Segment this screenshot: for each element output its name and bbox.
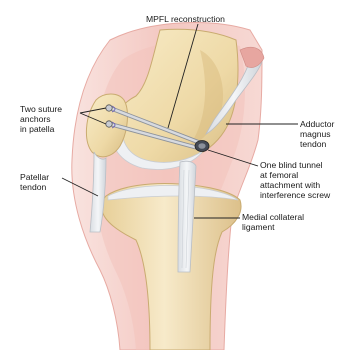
label-mcl: Medial collateral ligament bbox=[242, 212, 304, 232]
interference-screw bbox=[198, 143, 205, 149]
suture-anchor-upper bbox=[106, 105, 112, 111]
label-blind-tunnel: One blind tunnel at femoral attachment w… bbox=[260, 160, 330, 200]
label-suture-anchors: Two suture anchors in patella bbox=[20, 104, 62, 134]
suture-anchor-lower bbox=[106, 121, 112, 127]
label-patellar-tendon: Patellar tendon bbox=[20, 172, 49, 192]
label-mpfl-reconstruction: MPFL reconstruction bbox=[146, 14, 225, 24]
label-adductor-magnus: Adductor magnus tendon bbox=[300, 119, 334, 149]
